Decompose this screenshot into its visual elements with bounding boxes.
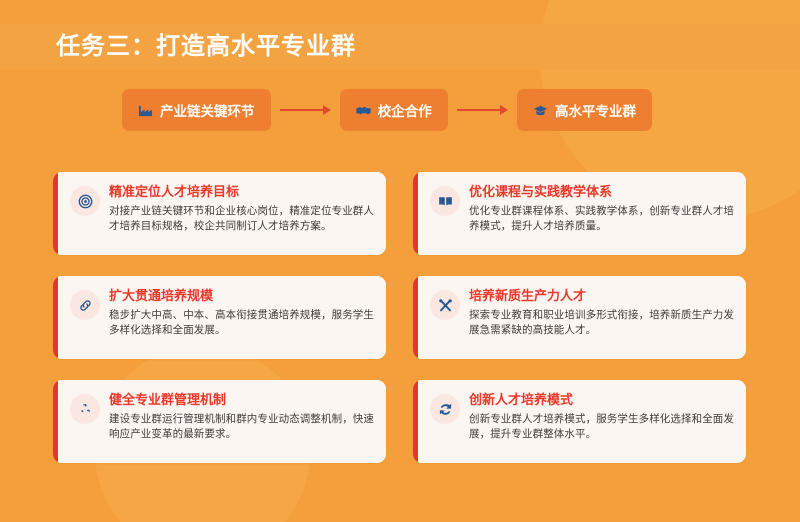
title-band <box>0 24 800 70</box>
flow-step-industry-chain[interactable]: 产业链关键环节 <box>122 89 271 131</box>
graduation-cap-icon <box>533 103 548 118</box>
flow-step-label: 高水平专业群 <box>555 104 636 119</box>
card-title: 培养新质生产力人才 <box>469 288 587 303</box>
book-icon <box>430 186 460 216</box>
card-accent-bar <box>413 380 418 463</box>
handshake-icon <box>356 103 371 118</box>
flow-step-label: 校企合作 <box>377 104 432 119</box>
initiative-card[interactable]: 健全专业群管理机制 建设专业群运行管理机制和群内专业动态调整机制，快速响应产业变… <box>53 380 386 463</box>
flow-step-high-level-cluster[interactable]: 高水平专业群 <box>517 89 652 131</box>
card-description: 稳步扩大中高、中本、高本衔接贯通培养规模，服务学生多样化选择和全面发展。 <box>109 309 374 336</box>
card-title: 精准定位人才培养目标 <box>109 184 240 199</box>
card-description: 对接产业链关键环节和企业核心岗位，精准定位专业群人才培养目标规格，校企共同制订人… <box>109 205 374 232</box>
gears-icon <box>70 394 100 424</box>
card-description: 创新专业群人才培养模式，服务学生多样化选择和全面发展，提升专业群整体水平。 <box>469 413 734 440</box>
flow-arrow-2 <box>456 104 508 116</box>
card-description: 建设专业群运行管理机制和群内专业动态调整机制，快速响应产业变革的最新要求。 <box>109 413 374 440</box>
card-accent-bar <box>53 276 58 359</box>
initiative-card[interactable]: 扩大贯通培养规模 稳步扩大中高、中本、高本衔接贯通培养规模，服务学生多样化选择和… <box>53 276 386 359</box>
initiative-card[interactable]: 创新人才培养模式 创新专业群人才培养模式，服务学生多样化选择和全面发展，提升专业… <box>413 380 746 463</box>
process-flow: 产业链关键环节 校企合作 <box>122 89 652 131</box>
card-title: 优化课程与实践教学体系 <box>469 184 613 199</box>
link-icon <box>70 290 100 320</box>
card-accent-bar <box>413 172 418 255</box>
flow-arrow-1 <box>279 104 331 116</box>
initiative-card[interactable]: 培养新质生产力人才 探索专业教育和职业培训多形式衔接，培养新质生产力发展急需紧缺… <box>413 276 746 359</box>
initiative-card[interactable]: 优化课程与实践教学体系 优化专业群课程体系、实践教学体系，创新专业群人才培养模式… <box>413 172 746 255</box>
card-description: 探索专业教育和职业培训多形式衔接，培养新质生产力发展急需紧缺的高技能人才。 <box>469 309 734 336</box>
card-title: 扩大贯通培养规模 <box>109 288 214 303</box>
flow-step-label: 产业链关键环节 <box>160 104 255 119</box>
card-description: 优化专业群课程体系、实践教学体系，创新专业群人才培养模式，提升人才培养质量。 <box>469 205 734 232</box>
card-accent-bar <box>53 380 58 463</box>
page-title: 任务三：打造高水平专业群 <box>56 33 356 60</box>
card-accent-bar <box>413 276 418 359</box>
refresh-icon <box>430 394 460 424</box>
tools-icon <box>430 290 460 320</box>
target-icon <box>70 186 100 216</box>
card-title: 创新人才培养模式 <box>469 392 574 407</box>
initiative-card-grid: 精准定位人才培养目标 对接产业链关键环节和企业核心岗位，精准定位专业群人才培养目… <box>53 172 753 467</box>
initiative-card[interactable]: 精准定位人才培养目标 对接产业链关键环节和企业核心岗位，精准定位专业群人才培养目… <box>53 172 386 255</box>
flow-step-school-enterprise[interactable]: 校企合作 <box>339 89 448 131</box>
card-accent-bar <box>53 172 58 255</box>
card-title: 健全专业群管理机制 <box>109 392 227 407</box>
factory-icon <box>138 103 153 118</box>
